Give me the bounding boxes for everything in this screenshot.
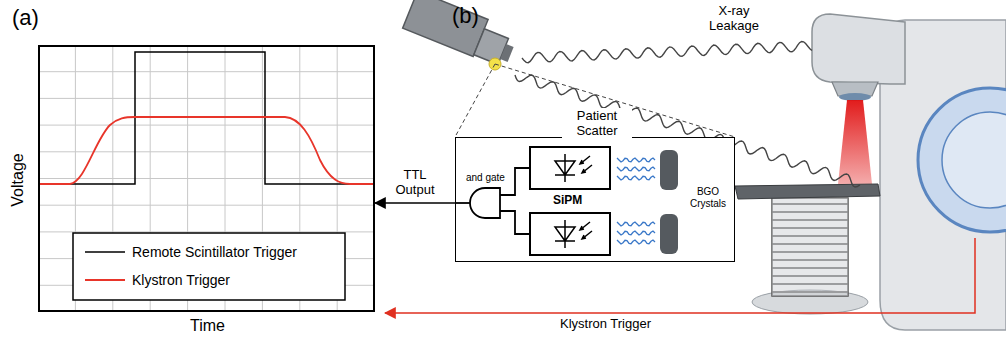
treatment-head <box>812 14 905 84</box>
axis-label: Time <box>190 317 225 335</box>
drawing-part <box>403 0 488 57</box>
sipm-label: SiPM <box>553 194 582 208</box>
legend-sample <box>85 251 125 253</box>
drawing-part <box>38 178 375 179</box>
signal-arrow <box>375 202 455 204</box>
legend-text: Klystron Trigger <box>132 272 230 288</box>
drawing-part <box>942 112 1006 208</box>
detector-inset: and gateSiPM BGO Crystals <box>455 137 735 262</box>
wave-label: X-ray Leakage <box>702 4 766 34</box>
legend-sample <box>85 279 125 281</box>
drawing-part <box>455 202 470 204</box>
drawing-part <box>38 205 375 206</box>
drawing-part <box>555 154 592 182</box>
xray-wave <box>522 42 812 63</box>
drawing-part <box>38 71 375 72</box>
drawing-part <box>500 44 513 62</box>
axis-label: Voltage <box>9 153 27 206</box>
signal-label: Klystron Trigger <box>560 317 651 332</box>
drawing-part <box>617 167 655 171</box>
drawing-part <box>38 125 375 126</box>
bgo-crystal <box>660 214 678 254</box>
crystal-label: BGO Crystals <box>682 186 734 209</box>
drawing-part <box>772 198 848 296</box>
beam <box>838 100 872 184</box>
sipm-box <box>530 147 610 189</box>
wave-label: Patient Scatter <box>562 108 632 140</box>
drawing-part <box>617 231 655 235</box>
sipm-box <box>530 213 610 255</box>
inset-ground <box>455 137 735 262</box>
and-gate <box>470 188 500 218</box>
klystron-line <box>385 238 975 313</box>
scintillator-trace <box>38 52 375 184</box>
drawing-part <box>617 222 655 226</box>
drawing-part <box>839 93 871 101</box>
drawing-part <box>555 220 592 248</box>
photons <box>617 158 655 244</box>
panel-label: (a) <box>12 5 39 30</box>
drawing-part <box>617 158 655 162</box>
drawing-part <box>617 240 655 244</box>
gate-label: and gate <box>466 172 505 184</box>
drawing-part <box>38 98 375 99</box>
drawing-part <box>617 176 655 180</box>
couch-base <box>772 198 848 296</box>
panel-label: (b) <box>452 3 479 28</box>
detector-device <box>403 0 520 69</box>
drawing-part <box>38 45 375 312</box>
gantry-disc <box>918 88 1006 232</box>
plot-frame: (a)VoltageTime <box>38 45 375 312</box>
klystron-trace <box>38 117 375 184</box>
bgo-crystal <box>660 150 678 190</box>
drawing-part <box>38 151 375 152</box>
edge-label: TTL Output <box>386 168 444 198</box>
zoom-line <box>455 64 495 137</box>
legend-text: Remote Scintillator Trigger <box>132 244 297 260</box>
legend-box <box>73 233 345 300</box>
